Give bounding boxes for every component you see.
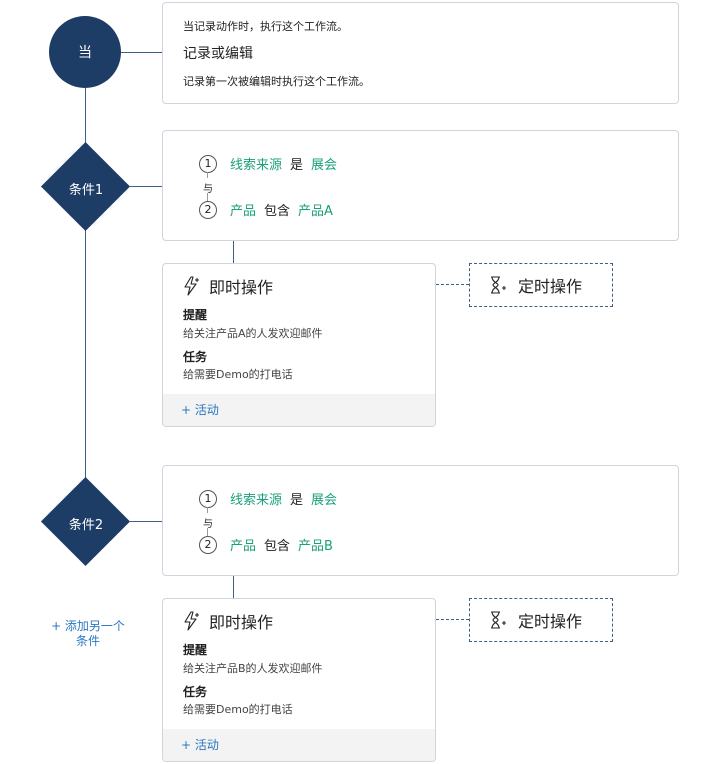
condition1-rule-1[interactable]: 1 线索来源 是 展会 — [199, 154, 337, 173]
rule-field: 产品 — [230, 204, 257, 219]
scheduled-action-title: 定时操作 — [518, 277, 583, 296]
flow-main-line — [85, 88, 86, 523]
immediate-action-card-2[interactable]: 即时操作 提醒 给关注产品B的人发欢迎邮件 任务 给需要Demo的打电话 + 活… — [162, 598, 436, 762]
immediate-action-header: 即时操作 — [183, 609, 273, 633]
lightning-plus-icon — [184, 611, 199, 631]
rule-number: 2 — [199, 535, 217, 554]
rule-connector-line — [207, 172, 208, 178]
condition1-rule-2[interactable]: 2 产品 包含 产品A — [199, 200, 333, 219]
action-item-desc[interactable]: 给需要Demo的打电话 — [183, 368, 293, 381]
rule-operator: 包含 — [264, 204, 291, 219]
action-item-title: 任务 — [183, 685, 208, 699]
rule-connector-line — [207, 507, 208, 513]
rule-value: 产品B — [298, 539, 333, 554]
add-condition-line1: + 添加另一个 — [51, 619, 125, 633]
condition2-rule-1[interactable]: 1 线索来源 是 展会 — [199, 489, 337, 508]
scheduled-action-box-2[interactable]: 定时操作 — [469, 598, 613, 642]
rule-field: 产品 — [230, 539, 257, 554]
condition1-label: 条件1 — [68, 183, 104, 198]
rule-field: 线索来源 — [230, 493, 283, 508]
rule-number: 1 — [199, 489, 217, 508]
immediate-action-title: 即时操作 — [209, 613, 274, 632]
scheduled-action-title: 定时操作 — [518, 612, 583, 631]
action2-to-scheduled-line — [436, 619, 469, 620]
action-item-desc[interactable]: 给需要Demo的打电话 — [183, 703, 293, 716]
hourglass-plus-icon — [491, 276, 506, 294]
hourglass-plus-icon — [491, 611, 506, 629]
trigger-node-label: 当 — [78, 45, 92, 61]
rule-number: 1 — [199, 154, 217, 173]
add-condition-line2: 条件 — [75, 634, 100, 648]
rule-operator: 是 — [290, 158, 304, 173]
rule-connector-label: 与 — [203, 184, 213, 195]
scheduled-action-box-1[interactable]: 定时操作 — [469, 263, 613, 307]
add-activity-button[interactable]: + 活动 — [163, 394, 435, 426]
lightning-plus-icon — [184, 276, 199, 296]
trigger-description: 记录第一次被编辑时执行这个工作流。 — [183, 75, 370, 88]
condition1-to-action-line — [233, 240, 234, 263]
action1-to-scheduled-line — [436, 284, 469, 285]
action-item-title: 提醒 — [183, 643, 208, 657]
immediate-action-card-1[interactable]: 即时操作 提醒 给关注产品A的人发欢迎邮件 任务 给需要Demo的打电话 + 活… — [162, 263, 436, 427]
condition1-connector — [130, 186, 162, 187]
rule-connector-label: 与 — [203, 519, 213, 530]
condition1-card[interactable]: 1 线索来源 是 展会 与 2 产品 包含 产品A — [162, 130, 679, 241]
add-condition-link[interactable]: + 添加另一个 条件 — [46, 619, 130, 649]
rule-connector-line — [207, 193, 208, 201]
condition2-rule-2[interactable]: 2 产品 包含 产品B — [199, 535, 333, 554]
trigger-connector — [121, 52, 162, 53]
action-item-title: 提醒 — [183, 308, 208, 322]
rule-operator: 是 — [290, 493, 304, 508]
add-activity-button[interactable]: + 活动 — [163, 729, 435, 761]
trigger-node[interactable]: 当 — [49, 16, 121, 88]
action-item-title: 任务 — [183, 350, 208, 364]
action-item-desc[interactable]: 给关注产品B的人发欢迎邮件 — [183, 662, 323, 675]
rule-value: 产品A — [298, 204, 333, 219]
rule-field: 线索来源 — [230, 158, 283, 173]
trigger-title: 记录或编辑 — [183, 46, 253, 62]
condition2-card[interactable]: 1 线索来源 是 展会 与 2 产品 包含 产品B — [162, 465, 679, 576]
rule-number: 2 — [199, 200, 217, 219]
action-item-desc[interactable]: 给关注产品A的人发欢迎邮件 — [183, 327, 323, 340]
rule-value: 展会 — [311, 158, 338, 173]
condition2-to-action-line — [233, 575, 234, 598]
immediate-action-title: 即时操作 — [209, 278, 274, 297]
rule-connector-line — [207, 528, 208, 536]
rule-value: 展会 — [311, 493, 338, 508]
rule-operator: 包含 — [264, 539, 291, 554]
condition2-label: 条件2 — [68, 518, 104, 533]
trigger-intro: 当记录动作时，执行这个工作流。 — [183, 20, 348, 33]
trigger-card[interactable]: 当记录动作时，执行这个工作流。 记录或编辑 记录第一次被编辑时执行这个工作流。 — [162, 2, 679, 104]
condition2-connector — [130, 521, 162, 522]
immediate-action-header: 即时操作 — [183, 274, 273, 298]
